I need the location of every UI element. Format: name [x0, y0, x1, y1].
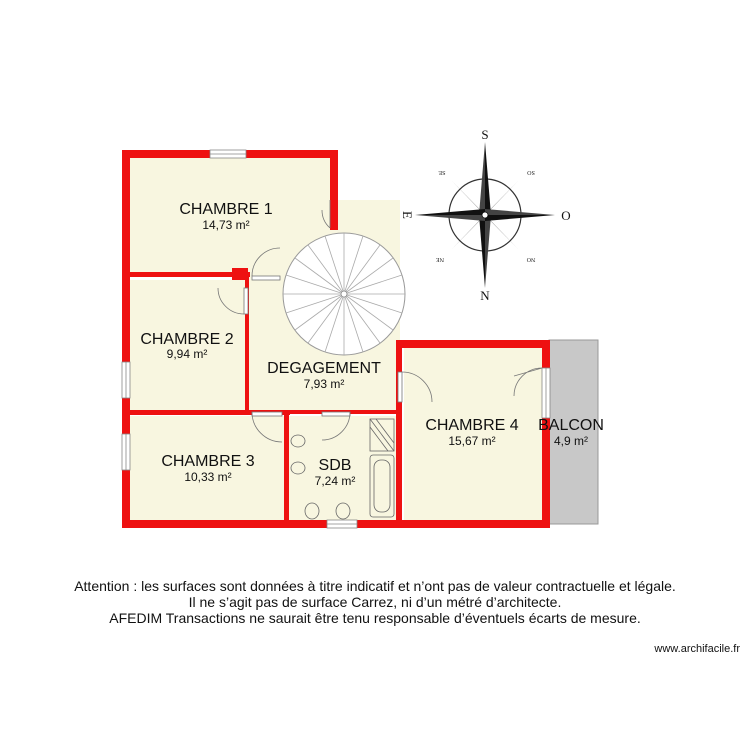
compass-label-bottom: N [480, 288, 490, 303]
balcony-area [548, 339, 599, 525]
compass-label-upper-right: SO [526, 169, 534, 175]
compass-label-upper-left: SE [438, 169, 445, 175]
room-area-balcon: 4,9 m² [554, 434, 588, 448]
spiral-staircase [282, 232, 406, 356]
compass-label-top: S [481, 127, 488, 142]
room-area-chambre1: 14,73 m² [202, 218, 249, 232]
room-name-chambre4: CHAMBRE 4 [425, 417, 518, 434]
disclaimer-line-3: AFEDIM Transactions ne saurait être tenu… [109, 610, 641, 626]
room-name-sdb: SDB [319, 457, 352, 474]
room-name-chambre3: CHAMBRE 3 [161, 453, 254, 470]
room-name-balcon: BALCON [538, 417, 604, 434]
disclaimer: Attention : les surfaces sont données à … [0, 578, 750, 626]
room-area-chambre4: 15,67 m² [448, 434, 495, 448]
doors [217, 200, 543, 443]
compass-label-lower-left: NE [436, 256, 444, 262]
compass-label-lower-right: NO [526, 256, 535, 262]
compass-label-left: E [400, 211, 415, 219]
room-area-chambre2: 9,94 m² [167, 347, 208, 361]
disclaimer-line-1: Attention : les surfaces sont données à … [74, 578, 676, 594]
website-credit: www.archifacile.fr [654, 643, 740, 655]
room-floors [130, 158, 544, 520]
disclaimer-line-2: Il ne s’agit pas de surface Carrez, ni d… [188, 594, 562, 610]
room-area-sdb: 7,24 m² [315, 474, 356, 488]
room-name-chambre1: CHAMBRE 1 [179, 201, 272, 218]
room-area-chambre3: 10,33 m² [184, 470, 231, 484]
windows [121, 149, 551, 529]
bathroom-fixtures [290, 418, 395, 520]
compass-rose: S N E O SE SO NE NO [400, 127, 571, 303]
compass-label-right: O [561, 208, 570, 223]
room-name-degagement: DEGAGEMENT [267, 360, 381, 377]
room-area-degagement: 7,93 m² [304, 377, 345, 391]
room-name-chambre2: CHAMBRE 2 [140, 331, 233, 348]
room-labels: CHAMBRE 1 14,73 m² CHAMBRE 2 9,94 m² CHA… [140, 201, 604, 488]
